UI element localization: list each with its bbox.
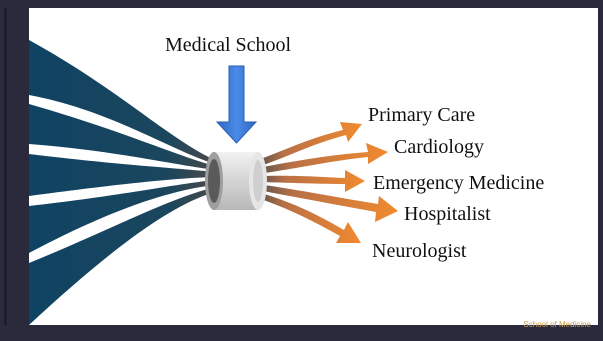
stream-1 xyxy=(29,40,215,164)
left-edge-strip xyxy=(4,8,7,325)
outgoing-arrows xyxy=(258,122,398,243)
footer-band xyxy=(29,325,598,341)
output-label-cardiology: Cardiology xyxy=(394,136,484,158)
arrow-emergency-medicine xyxy=(258,170,365,192)
output-label-neurologist: Neurologist xyxy=(372,240,467,262)
stream-4 xyxy=(29,180,215,253)
stream-3 xyxy=(29,154,215,196)
top-label: Medical School xyxy=(165,34,292,56)
output-label-emergency-medicine: Emergency Medicine xyxy=(373,172,545,194)
arrow-cardiology xyxy=(258,143,388,174)
stream-5 xyxy=(29,187,215,325)
stream-2 xyxy=(29,104,215,170)
output-label-primary-care: Primary Care xyxy=(368,104,476,126)
output-label-hospitalist: Hospitalist xyxy=(404,203,491,225)
arrow-neurologist xyxy=(258,192,361,243)
footer-text: School of Medicine xyxy=(523,320,591,329)
incoming-streams xyxy=(29,40,215,325)
pipe-cylinder xyxy=(205,152,267,210)
down-arrow xyxy=(215,65,258,144)
arrow-hospitalist xyxy=(258,184,398,222)
arrow-primary-care xyxy=(258,122,362,167)
